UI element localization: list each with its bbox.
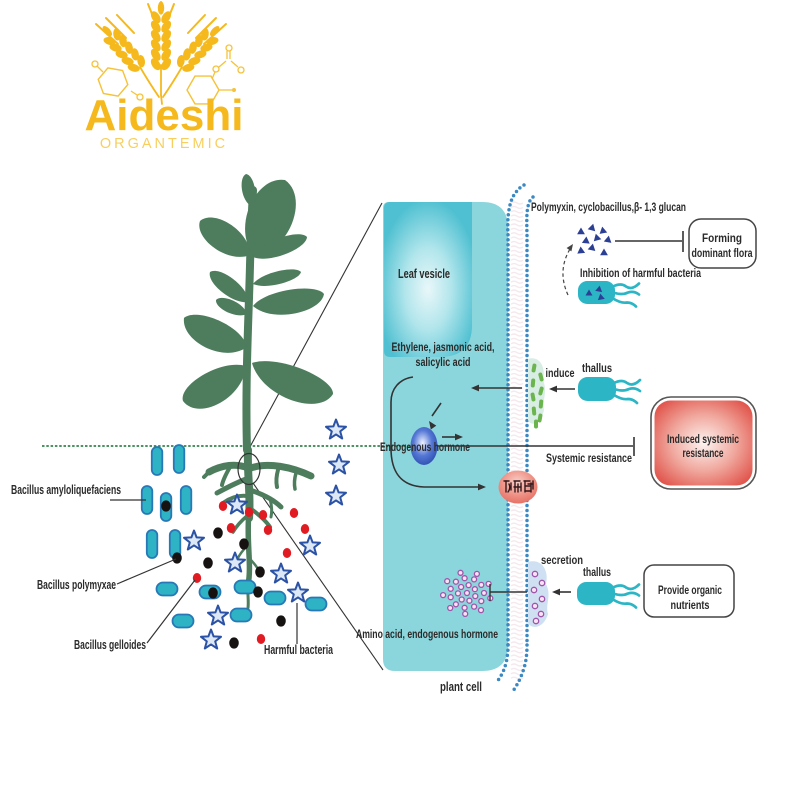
svg-text:Bacillus polymyxae: Bacillus polymyxae <box>37 577 116 592</box>
svg-text:Bacillus gelloides: Bacillus gelloides <box>74 637 146 652</box>
svg-text:ORGANTEMIC: ORGANTEMIC <box>100 136 228 152</box>
svg-text:Inhibition of harmful bacteria: Inhibition of harmful bacteria <box>580 266 701 280</box>
svg-text:dominant flora: dominant flora <box>692 246 753 260</box>
svg-text:resistance: resistance <box>683 446 724 460</box>
svg-text:Forming: Forming <box>702 231 742 245</box>
svg-text:Systemic resistance: Systemic resistance <box>546 451 632 465</box>
svg-text:nutrients: nutrients <box>671 598 710 612</box>
svg-text:thallus: thallus <box>582 363 612 375</box>
svg-text:Harmful bacteria: Harmful bacteria <box>264 642 334 657</box>
svg-text:secretion: secretion <box>541 555 583 567</box>
svg-text:Aideshi: Aideshi <box>85 91 244 140</box>
svg-text:thallus: thallus <box>583 567 611 579</box>
svg-text:plant cell: plant cell <box>440 680 482 694</box>
svg-text:Provide organic: Provide organic <box>658 583 722 597</box>
svg-text:Ethylene, jasmonic acid,: Ethylene, jasmonic acid, <box>392 340 495 354</box>
svg-text:Amino acid, endogenous hormone: Amino acid, endogenous hormone <box>356 627 498 641</box>
svg-text:Induced systemic: Induced systemic <box>667 432 739 446</box>
svg-text:salicylic acid: salicylic acid <box>416 355 471 369</box>
svg-text:Endogenous hormone: Endogenous hormone <box>380 440 470 454</box>
svg-text:Bacillus amyloliquefaciens: Bacillus amyloliquefaciens <box>11 482 121 497</box>
svg-text:Leaf vesicle: Leaf vesicle <box>398 267 450 281</box>
svg-text:induce: induce <box>546 368 575 380</box>
svg-text:Polymyxin, cyclobacillus,β- 1,: Polymyxin, cyclobacillus,β- 1,3 glucan <box>531 200 686 214</box>
